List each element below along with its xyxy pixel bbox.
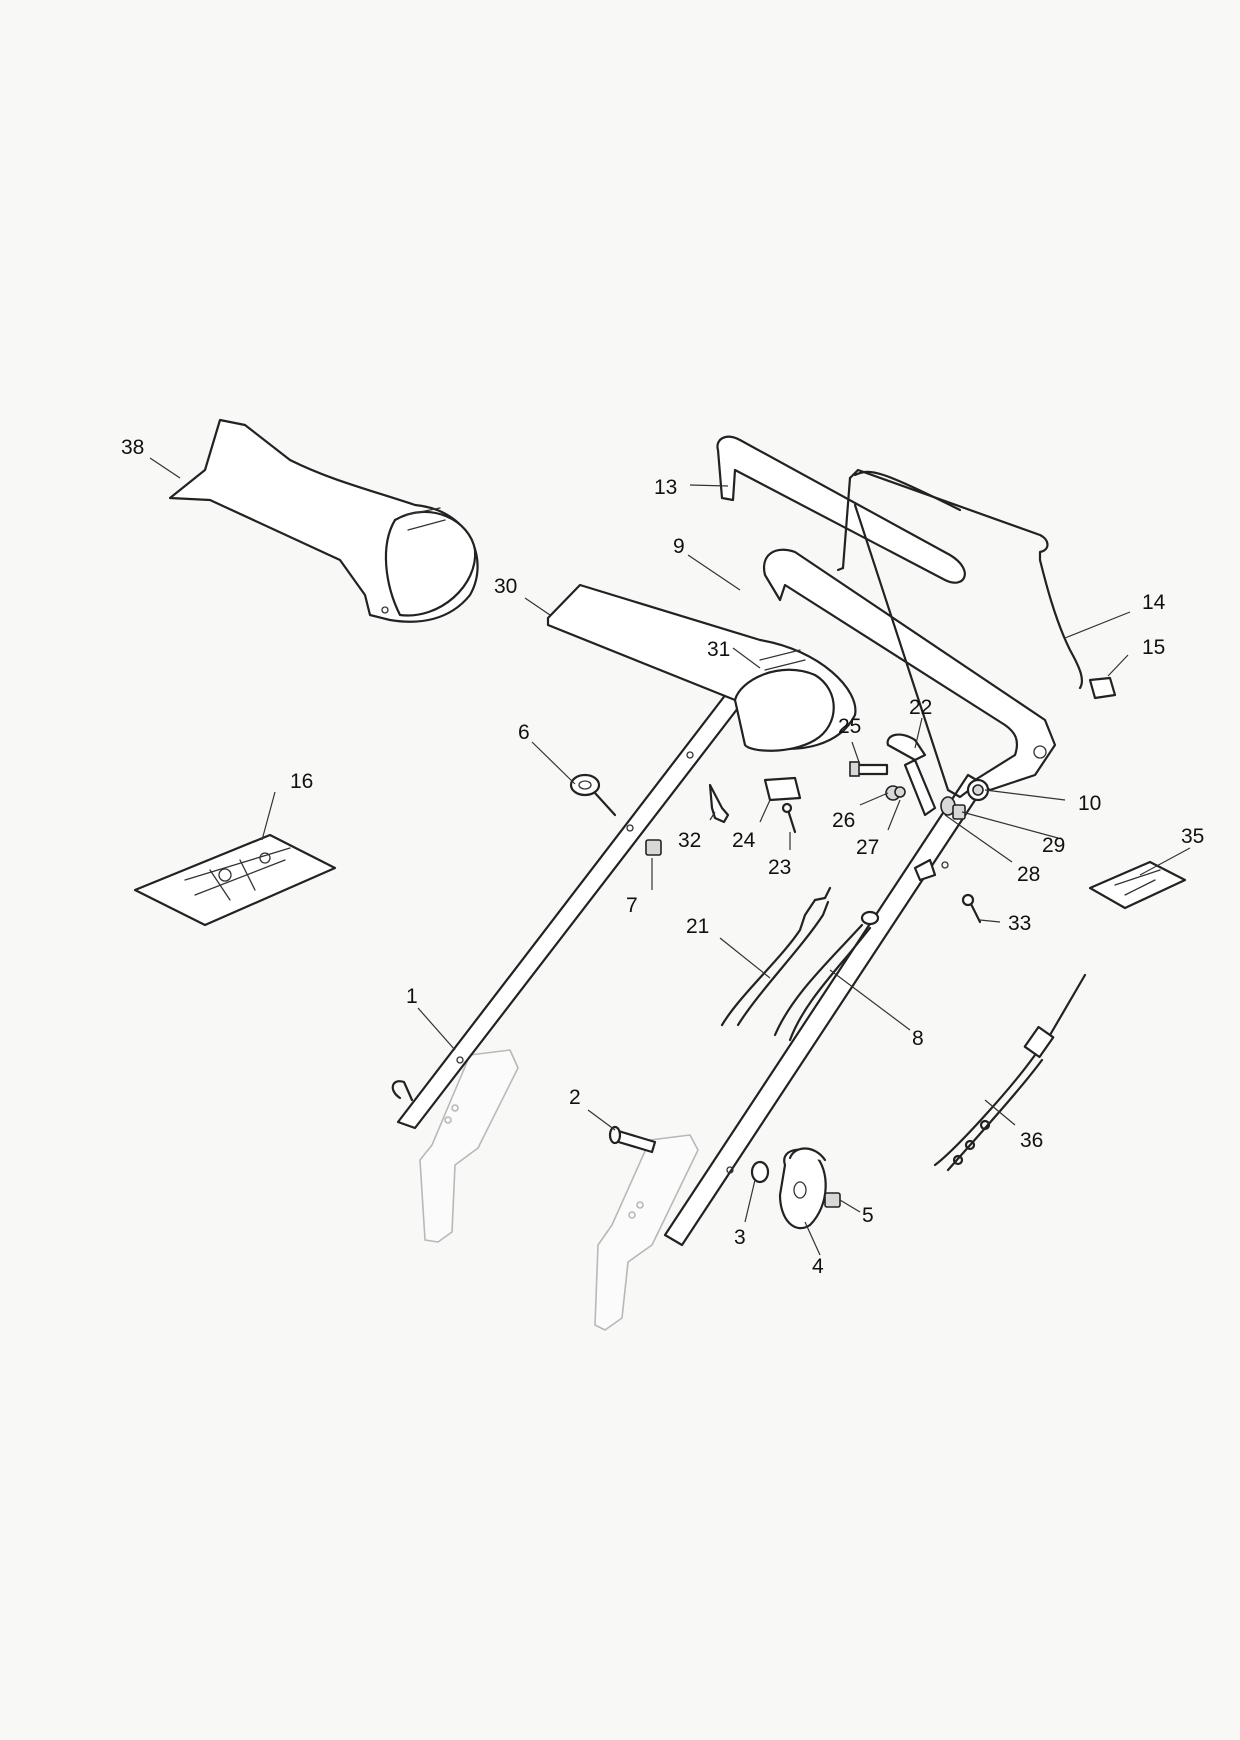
callout-9: 9 [673, 535, 685, 558]
cable-clip-24 [763, 776, 802, 802]
nut-5 [824, 1192, 841, 1208]
callout-31: 31 [707, 638, 730, 661]
eyebolt [569, 773, 617, 817]
handle-grip-cover [546, 583, 857, 752]
lower-handle-left-tube [391, 683, 750, 1130]
callout-13: 13 [654, 476, 677, 499]
cable-21 [720, 886, 832, 1027]
callout-25: 25 [838, 715, 861, 738]
bolt-3 [750, 1160, 770, 1184]
callout-26: 26 [832, 809, 855, 832]
leader-lines [149, 457, 1191, 1256]
callout-16: 16 [290, 770, 313, 793]
drive-control-rod [836, 468, 1117, 799]
washer-27 [894, 786, 906, 798]
bolt-25 [849, 761, 889, 777]
nut-29 [952, 804, 966, 820]
callout-22: 22 [909, 696, 932, 719]
cable-8 [773, 910, 880, 1042]
callout-38: 38 [121, 436, 144, 459]
callout-33: 33 [1008, 912, 1031, 935]
callout-labels: 38 13 9 14 15 30 31 6 16 22 25 10 32 24 … [121, 436, 1204, 1278]
hardware-bag-16 [133, 833, 337, 927]
hardware-bag-35 [1088, 860, 1187, 910]
left-mounting-bracket-ghost [419, 1049, 519, 1243]
callout-23: 23 [768, 856, 791, 879]
callout-35: 35 [1181, 825, 1204, 848]
callout-14: 14 [1142, 591, 1166, 614]
separate-grip-cover [168, 418, 479, 623]
callout-36: 36 [1020, 1129, 1043, 1152]
callout-5: 5 [862, 1204, 874, 1227]
callout-8: 8 [912, 1027, 924, 1050]
operator-bail-bar [716, 435, 966, 584]
callout-27: 27 [856, 836, 879, 859]
callout-7: 7 [626, 894, 638, 917]
callout-28: 28 [1017, 863, 1040, 886]
callout-4: 4 [812, 1255, 824, 1278]
screw-33 [961, 893, 982, 924]
callout-30: 30 [494, 575, 517, 598]
callout-10: 10 [1078, 792, 1101, 815]
callout-1: 1 [406, 985, 418, 1008]
carriage-bolt-2 [608, 1125, 657, 1154]
callout-24: 24 [732, 829, 756, 852]
knob-4 [778, 1147, 827, 1230]
callout-21: 21 [686, 915, 709, 938]
callout-15: 15 [1142, 636, 1165, 659]
hex-nut-7 [645, 839, 662, 856]
bushing-10 [966, 778, 990, 802]
callout-29: 29 [1042, 834, 1065, 857]
cable-36 [933, 973, 1087, 1172]
callout-32: 32 [678, 829, 701, 852]
screw-23 [781, 802, 797, 834]
right-mounting-bracket-ghost [594, 1134, 699, 1331]
callout-2: 2 [569, 1086, 581, 1109]
callout-6: 6 [518, 721, 530, 744]
cable-guide [913, 858, 937, 882]
callout-3: 3 [734, 1226, 746, 1249]
control-lever-22 [886, 733, 937, 817]
